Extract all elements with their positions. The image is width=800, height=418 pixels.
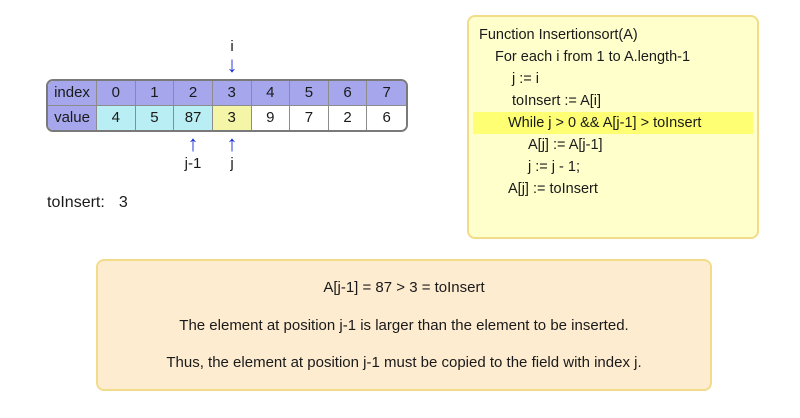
index-cell-2: 2	[174, 81, 213, 106]
value-cell-3: 3	[212, 105, 252, 130]
explanation-condition: A[j-1] = 87 > 3 = toInsert	[323, 279, 485, 296]
code-line-shift: A[j] := A[j-1]	[528, 137, 603, 153]
code-line-function: Function Insertionsort(A)	[479, 27, 638, 43]
code-line-toinsert-assign: toInsert := A[i]	[512, 93, 602, 109]
arrow-down-icon: ↓	[226, 52, 238, 77]
value-cell-7: 6	[367, 105, 406, 130]
index-row-label: index	[48, 81, 97, 106]
pointer-j-minus-1-label: j-1	[184, 155, 202, 172]
pointer-i-label: i	[230, 38, 234, 55]
index-cell-4: 4	[251, 81, 291, 106]
toinsert-value: 3	[118, 194, 128, 211]
index-cell-3: 3	[212, 81, 252, 106]
index-cell-5: 5	[290, 81, 329, 106]
code-line-for: For each i from 1 to A.length-1	[495, 49, 691, 65]
value-cell-6: 2	[328, 105, 368, 130]
value-cell-4: 9	[251, 105, 291, 130]
index-cell-0: 0	[97, 81, 136, 106]
pseudocode-box: Function Insertionsort(A) For each i fro…	[467, 15, 759, 239]
array-table: index 0 1 2 3 4 5 6 7 value 4 5 87 3 9 7…	[46, 79, 408, 132]
value-cell-1: 5	[135, 105, 175, 130]
code-line-j-assign: j := i	[512, 71, 539, 87]
explanation-box: A[j-1] = 87 > 3 = toInsert The element a…	[96, 259, 712, 391]
code-line-insert: A[j] := toInsert	[508, 181, 598, 197]
code-line-decrement: j := j - 1;	[528, 159, 580, 175]
value-cell-0: 4	[97, 105, 136, 130]
value-row-label: value	[48, 105, 97, 130]
index-cell-6: 6	[328, 81, 368, 106]
explanation-line-2: Thus, the element at position j-1 must b…	[166, 354, 642, 371]
index-cell-7: 7	[367, 81, 406, 106]
value-cell-2: 87	[174, 105, 213, 130]
toinsert-display: toInsert: 3	[47, 194, 128, 212]
code-line-while: While j > 0 && A[j-1] > toInsert	[473, 112, 753, 134]
value-cell-5: 7	[290, 105, 329, 130]
arrow-up-icon: ↑	[187, 131, 199, 156]
index-cell-1: 1	[135, 81, 175, 106]
arrow-up-icon: ↑	[226, 131, 238, 156]
pointer-j-label: j	[230, 155, 234, 172]
toinsert-label: toInsert:	[47, 194, 105, 211]
explanation-line-1: The element at position j-1 is larger th…	[179, 317, 629, 334]
